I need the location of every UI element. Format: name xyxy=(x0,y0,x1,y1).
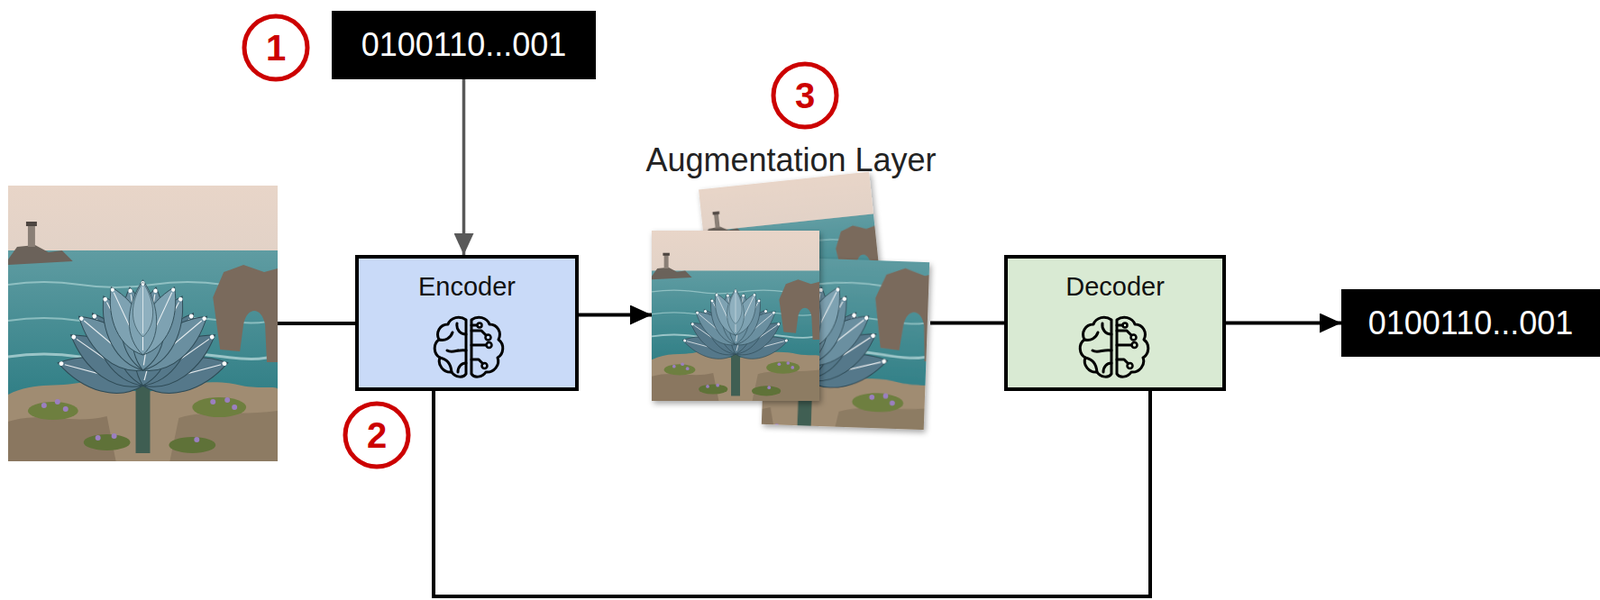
callout: 3 xyxy=(777,68,832,123)
augmentation-layer: Augmentation Layer xyxy=(651,201,931,430)
node-text: 0100110...001 xyxy=(361,25,567,64)
callout-number: 1 xyxy=(265,29,286,66)
bit-message-box: 0100110...001 xyxy=(331,10,596,80)
connector-arrow xyxy=(433,391,1151,597)
callout: 2 xyxy=(349,408,404,463)
bit-output-box: 0100110...001 xyxy=(1341,289,1600,357)
decoder-box: Decoder xyxy=(1004,255,1226,392)
callout-number: 2 xyxy=(366,417,387,454)
input-image xyxy=(8,185,278,462)
callout-number: 3 xyxy=(795,77,815,114)
brain-icon xyxy=(1079,317,1149,377)
connector-arrow xyxy=(578,313,652,318)
connector-arrow xyxy=(1225,321,1342,326)
brain-icon xyxy=(434,317,503,377)
augmented-images xyxy=(651,172,941,457)
callout: 1 xyxy=(248,20,303,75)
callout-circle xyxy=(244,16,837,467)
input-wire xyxy=(277,321,356,326)
encoder-box: Encoder xyxy=(355,255,579,392)
node-text: Encoder xyxy=(418,271,516,303)
layer-title: Augmentation Layer xyxy=(645,141,936,179)
connector-arrow xyxy=(930,321,1005,326)
node-text: Decoder xyxy=(1065,271,1165,303)
node-text: 0100110...001 xyxy=(1368,303,1574,343)
connector-arrow xyxy=(462,79,467,256)
